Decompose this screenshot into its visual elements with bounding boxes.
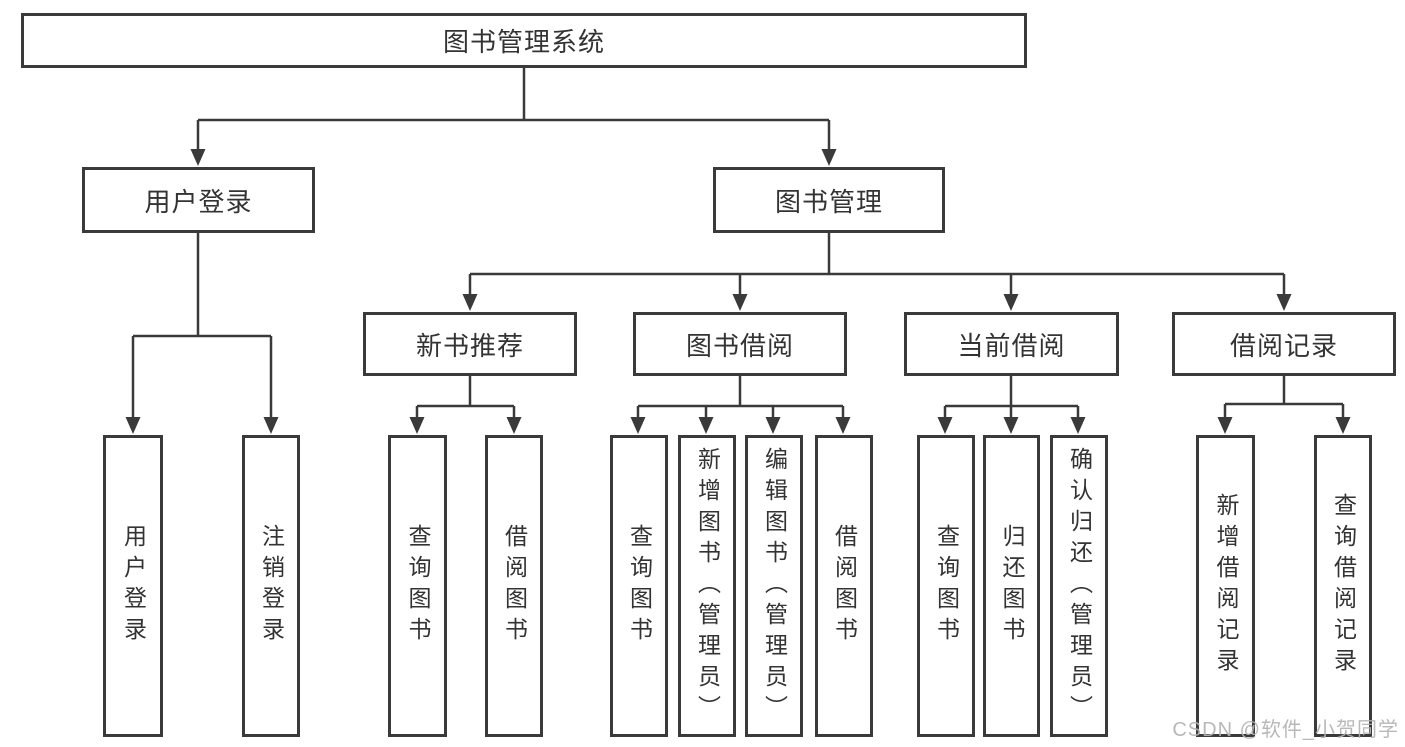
arrowheads	[125, 149, 1351, 434]
node-book-management: 图书管理	[713, 167, 945, 233]
leaf-add-borrow-record: 新增借阅记录	[1196, 435, 1255, 737]
node-label: 图书管理系统	[442, 27, 605, 57]
leaf-query-books-borrow: 查询图书	[610, 435, 668, 737]
leaf-label: 注销登录	[258, 524, 285, 648]
leaf-label: 归还图书	[999, 524, 1025, 648]
node-new-book-recommend: 新书推荐	[363, 312, 577, 376]
node-label: 当前借阅	[957, 330, 1066, 361]
leaf-label: 查询图书	[933, 524, 960, 648]
leaf-label: 新增图书（管理员）	[694, 446, 721, 726]
node-label: 图书管理	[774, 186, 883, 217]
node-label: 借阅记录	[1229, 330, 1338, 361]
leaf-label: 查询图书	[626, 524, 653, 648]
leaf-label: 用户登录	[120, 524, 147, 648]
leaf-return-books: 归还图书	[983, 435, 1040, 737]
leaf-label: 新增借阅记录	[1213, 493, 1239, 679]
node-label: 用户登录	[144, 186, 253, 217]
node-book-borrow: 图书借阅	[633, 312, 847, 376]
leaf-query-borrow-record: 查询借阅记录	[1314, 435, 1372, 737]
leaf-query-books-newbook: 查询图书	[388, 435, 447, 737]
leaf-label: 查询图书	[405, 524, 431, 648]
leaf-confirm-return-admin: 确认归还（管理员）	[1050, 435, 1108, 737]
tree-edges	[131, 68, 1345, 418]
node-borrow-records: 借阅记录	[1172, 312, 1396, 376]
leaf-borrow-books-newbook: 借阅图书	[485, 435, 543, 737]
leaf-label: 借阅图书	[501, 524, 528, 648]
node-user-login: 用户登录	[82, 167, 315, 233]
leaf-label: 确认归还（管理员）	[1066, 446, 1093, 726]
leaf-user-login: 用户登录	[103, 435, 163, 737]
leaf-edit-books-admin: 编辑图书（管理员）	[745, 435, 803, 737]
node-label: 图书借阅	[685, 330, 794, 361]
leaf-label: 借阅图书	[831, 524, 858, 648]
leaf-query-books-current: 查询图书	[917, 435, 975, 737]
leaf-logout: 注销登录	[242, 435, 300, 737]
csdn-watermark: CSDN @软件_小贺同学	[1172, 719, 1399, 741]
leaf-label: 编辑图书（管理员）	[761, 446, 788, 726]
node-current-borrow: 当前借阅	[904, 312, 1119, 376]
leaf-borrow-books: 借阅图书	[815, 435, 873, 737]
leaf-label: 查询借阅记录	[1330, 493, 1357, 679]
node-library-management-system: 图书管理系统	[21, 13, 1027, 68]
leaf-add-books-admin: 新增图书（管理员）	[678, 435, 736, 737]
node-label: 新书推荐	[415, 330, 524, 361]
